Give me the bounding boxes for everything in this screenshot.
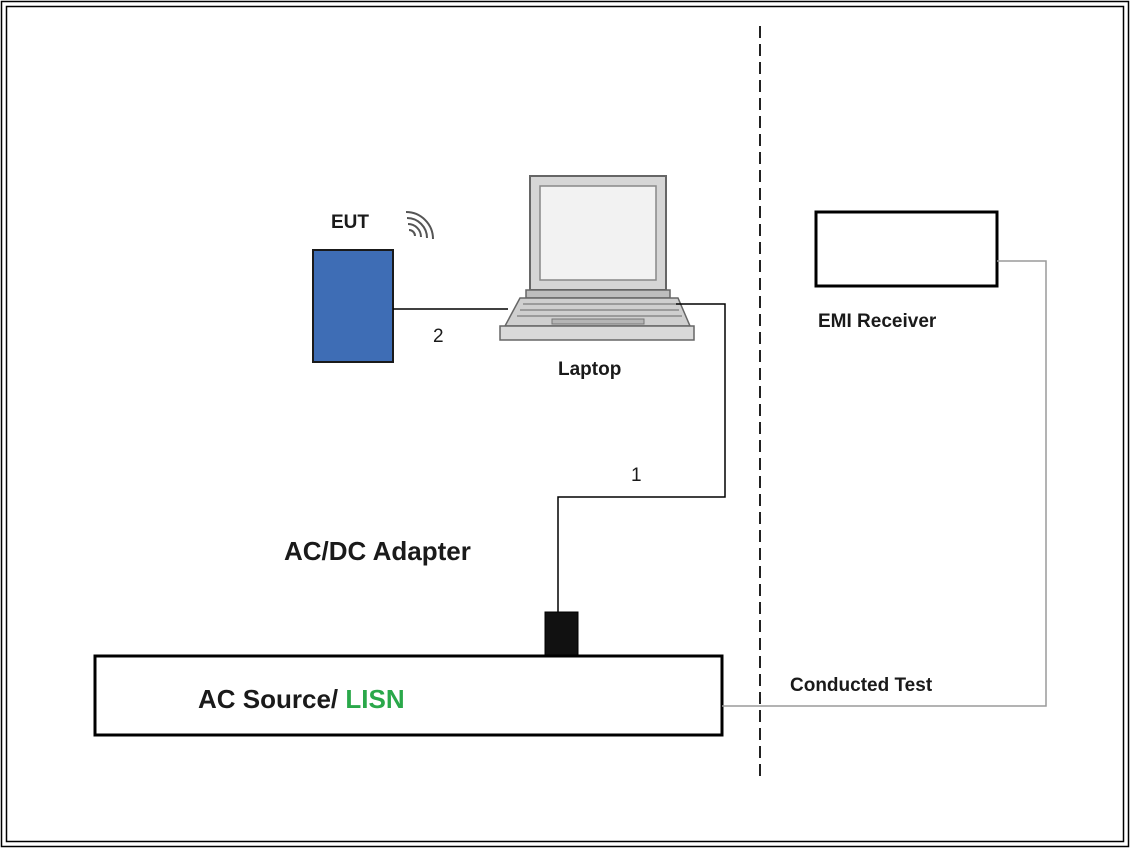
laptop-icon bbox=[499, 175, 695, 341]
adapter-label: AC/DC Adapter bbox=[284, 536, 471, 566]
conducted-test-label: Conducted Test bbox=[790, 675, 933, 696]
ac-source-label: AC Source/ LISN bbox=[198, 684, 405, 715]
power-adapter-icon bbox=[544, 611, 579, 657]
eut-device-icon bbox=[312, 249, 394, 363]
emi-receiver-label: EMI Receiver bbox=[818, 311, 937, 332]
cable-1-line bbox=[557, 303, 726, 612]
cable-1-label: 1 bbox=[631, 465, 642, 486]
wireless-signal-icon bbox=[405, 211, 434, 240]
conducted-test-cable bbox=[722, 260, 1047, 707]
eut-label: EUT bbox=[331, 212, 369, 233]
ac-source-text: AC Source/ bbox=[198, 684, 346, 714]
emi-receiver-box bbox=[814, 210, 999, 288]
cable-2-label: 2 bbox=[433, 326, 444, 347]
laptop-label: Laptop bbox=[558, 359, 622, 380]
lisn-text: LISN bbox=[345, 684, 405, 714]
ac-source-lisn-box bbox=[93, 654, 724, 737]
